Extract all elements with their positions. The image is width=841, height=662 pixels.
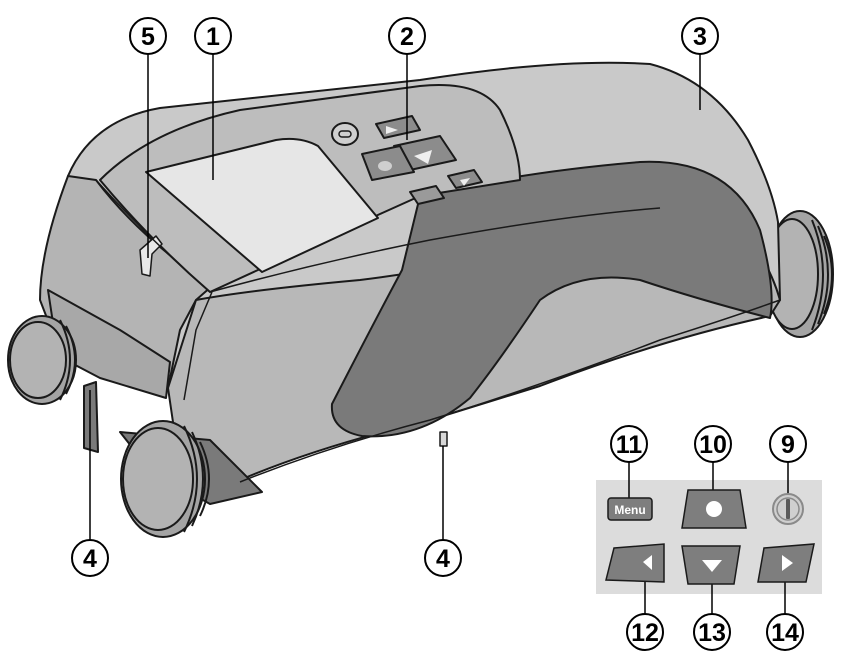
device-keypad xyxy=(331,115,483,205)
device-grip xyxy=(330,160,773,438)
base-marking-notch xyxy=(439,431,448,447)
callout-11: 11 xyxy=(610,425,648,463)
keypad-inset: Menu 11 xyxy=(596,425,822,651)
svg-text:5: 5 xyxy=(141,23,155,51)
arrow-right-icon xyxy=(782,555,793,571)
svg-text:13: 13 xyxy=(698,619,726,647)
callout-2: 2 xyxy=(388,17,426,55)
arrow-left-button[interactable] xyxy=(605,543,665,583)
callout-1: 1 xyxy=(194,17,232,55)
svg-text:4: 4 xyxy=(436,545,450,573)
svg-text:10: 10 xyxy=(699,431,727,459)
svg-text:11: 11 xyxy=(616,431,643,459)
svg-text:3: 3 xyxy=(693,23,707,51)
svg-text:2: 2 xyxy=(400,23,414,51)
device-display xyxy=(145,137,379,273)
svg-text:1: 1 xyxy=(206,23,220,51)
callout-13: 13 xyxy=(693,613,731,651)
measure-button[interactable] xyxy=(681,489,747,529)
callout-4-right: 4 xyxy=(424,539,462,577)
callout-3: 3 xyxy=(681,17,719,55)
arrow-down-button[interactable] xyxy=(681,545,741,585)
callout-5: 5 xyxy=(129,17,167,55)
svg-text:9: 9 xyxy=(781,431,795,459)
power-icon xyxy=(786,499,790,519)
svg-text:12: 12 xyxy=(631,619,659,647)
arrow-right-button[interactable] xyxy=(757,543,815,583)
marking-notch xyxy=(139,235,163,277)
leader-lines xyxy=(89,54,701,540)
callout-4-left: 4 xyxy=(71,539,109,577)
svg-text:14: 14 xyxy=(771,619,799,647)
arrow-down-icon xyxy=(702,560,722,572)
callout-9: 9 xyxy=(769,425,807,463)
device-illustration xyxy=(7,61,834,538)
wheel-front-right xyxy=(119,420,263,538)
callout-12: 12 xyxy=(626,613,664,651)
power-button[interactable] xyxy=(772,493,804,525)
measure-dot-icon xyxy=(706,501,722,517)
menu-button[interactable]: Menu xyxy=(607,497,653,521)
wheel-front-left xyxy=(7,315,77,405)
callouts: 5 1 2 3 4 4 xyxy=(71,17,719,577)
callout-10: 10 xyxy=(694,425,732,463)
menu-button-label: Menu xyxy=(614,503,645,517)
left-marking-notch xyxy=(83,381,99,453)
arrow-left-icon xyxy=(643,555,652,570)
callout-14: 14 xyxy=(766,613,804,651)
svg-text:4: 4 xyxy=(83,545,97,573)
